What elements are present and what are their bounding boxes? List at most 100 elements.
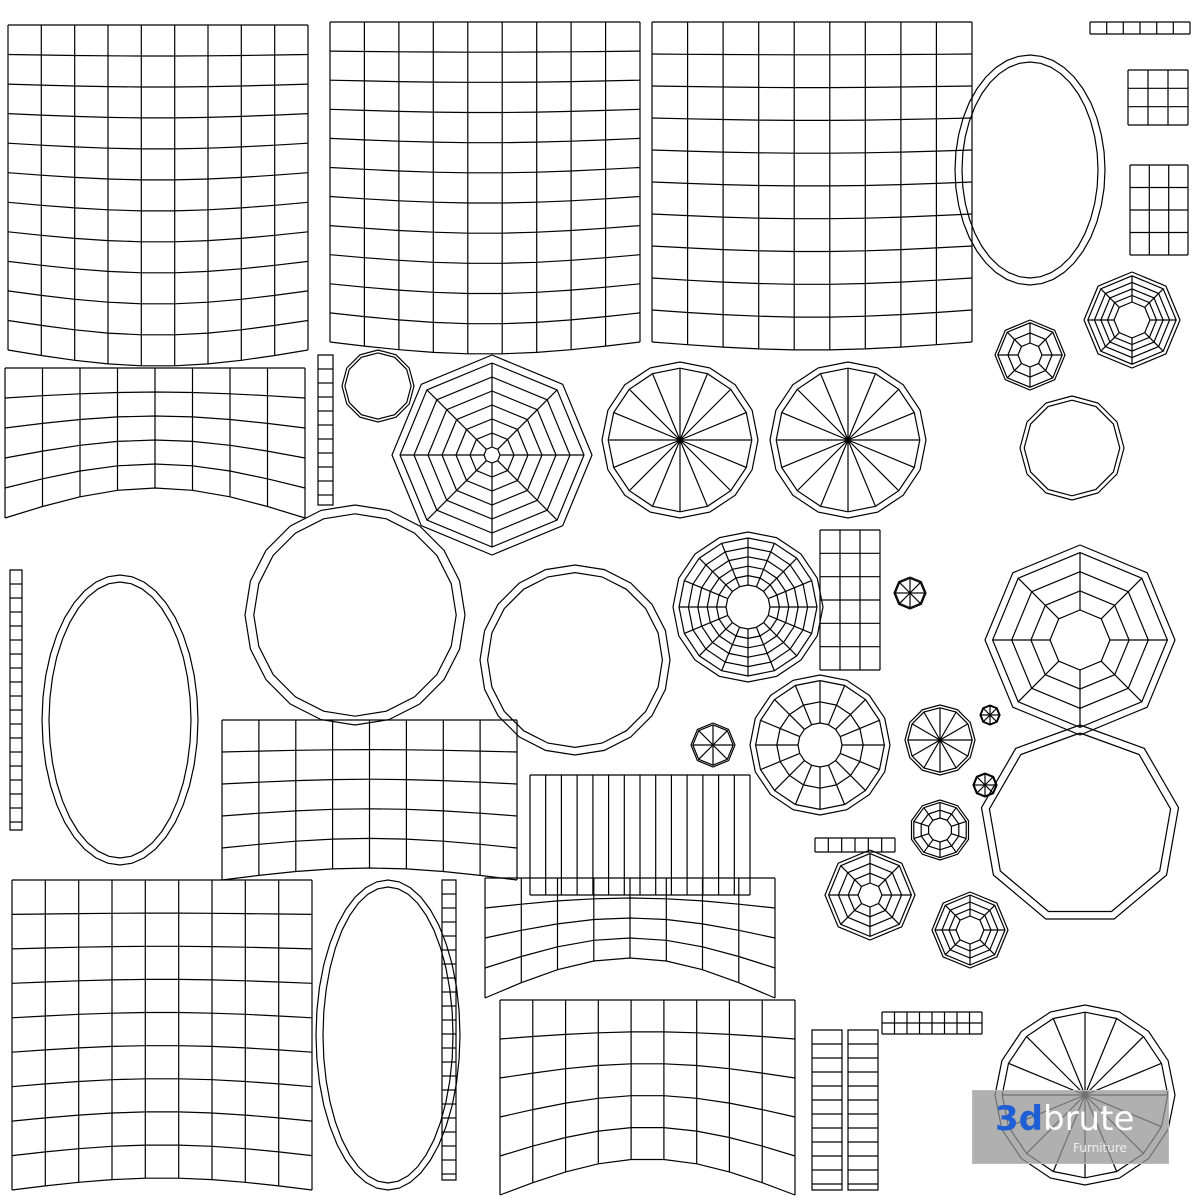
uv-edge <box>939 739 969 757</box>
uv-grid-island <box>11 879 313 1191</box>
uv-radial-island <box>893 576 927 610</box>
uv-edge <box>794 685 813 725</box>
uv-edge <box>988 732 1172 913</box>
uv-edge <box>878 903 900 925</box>
uv-edge <box>775 367 921 513</box>
uv-edge <box>760 752 800 771</box>
uv-grid-island <box>819 529 881 671</box>
uv-edge <box>11 1078 313 1088</box>
uv-edge <box>7 83 309 88</box>
uv-edge <box>221 867 518 881</box>
uv-radial-island <box>931 891 1009 969</box>
uv-edge <box>9 569 23 831</box>
uv-edge <box>951 820 967 827</box>
uv-radial-island <box>904 704 976 776</box>
uv-edge <box>840 903 862 925</box>
uv-edge <box>1144 332 1164 352</box>
uv-edge <box>484 957 776 999</box>
uv-edge <box>827 765 846 805</box>
uv-edge <box>904 704 976 776</box>
uv-grid-island <box>1089 21 1191 35</box>
uv-edge <box>329 283 641 295</box>
uv-edge <box>878 865 900 887</box>
uv-edge <box>344 352 412 420</box>
uv-edge <box>651 309 973 318</box>
uv-edge <box>7 319 309 336</box>
uv-radial-island <box>980 724 1180 920</box>
uv-strip <box>847 1029 879 1191</box>
uv-radial-island <box>910 799 970 861</box>
uv-edge <box>7 260 309 274</box>
uv-edge <box>690 722 736 768</box>
uv-edge <box>835 760 866 791</box>
uv-edge <box>847 439 900 492</box>
uv-edge <box>939 711 957 741</box>
uv-radial-island <box>341 349 415 423</box>
uv-edge <box>819 439 849 507</box>
uv-edge <box>979 704 1001 726</box>
uv-radial-island <box>824 849 916 941</box>
uv-edge <box>651 439 681 507</box>
uv-edge <box>499 1127 796 1157</box>
uv-edge <box>1006 363 1022 379</box>
uv-edge <box>7 231 309 243</box>
uv-grid-island <box>529 774 751 896</box>
uv-edge <box>651 53 973 56</box>
uv-edge <box>4 487 306 519</box>
uv-edge <box>893 576 927 610</box>
uv-edge <box>679 388 732 441</box>
uv-edge <box>607 367 753 513</box>
uv-edge <box>651 213 973 220</box>
uv-edge <box>628 439 681 492</box>
uv-edge <box>11 978 313 984</box>
uv-edge <box>819 373 849 441</box>
uv-edge <box>497 389 558 450</box>
uv-edge <box>329 79 641 83</box>
uv-edge <box>244 504 466 726</box>
uv-edge <box>1113 301 1151 339</box>
uv-edge <box>651 277 973 285</box>
uv-edge <box>911 739 941 757</box>
uv-edge <box>497 460 558 521</box>
uv-edge <box>976 776 986 786</box>
uv-edge <box>7 142 309 150</box>
uv-edge <box>824 849 916 941</box>
uv-edge <box>774 760 805 791</box>
uv-edge <box>1049 609 1111 671</box>
uv-edge <box>984 544 1176 736</box>
uv-edge <box>7 53 309 57</box>
uv-edge <box>1017 660 1060 703</box>
uv-edge <box>426 460 487 521</box>
uv-edge <box>628 388 681 441</box>
uv-edge <box>939 723 969 741</box>
uv-edge <box>315 879 461 1191</box>
uv-edge <box>441 879 457 1181</box>
uv-edge <box>768 580 812 600</box>
uv-edge <box>329 166 641 174</box>
uv-edge <box>329 254 641 264</box>
uv-edge <box>7 349 309 367</box>
uv-edge <box>651 117 973 121</box>
uv-edge <box>835 699 866 730</box>
uv-edge <box>994 319 1066 391</box>
uv-strip <box>811 1029 843 1191</box>
uv-edge <box>698 622 733 657</box>
uv-edge <box>1084 1036 1144 1096</box>
uv-edge <box>847 439 915 469</box>
uv-edge <box>322 886 454 1184</box>
uv-edge <box>391 354 593 556</box>
uv-edge <box>827 685 846 725</box>
uv-edge <box>11 945 313 950</box>
uv-edge <box>899 592 911 604</box>
uv-grid-island <box>329 21 641 355</box>
uv-edge <box>317 354 334 506</box>
uv-edge <box>1144 288 1164 308</box>
uv-edge <box>1083 271 1181 369</box>
uv-edge <box>651 245 973 253</box>
uv-edge <box>679 373 709 441</box>
uv-edge <box>698 744 714 760</box>
uv-edge <box>857 882 883 908</box>
uv-edge <box>479 564 671 756</box>
uv-edge <box>847 388 900 441</box>
